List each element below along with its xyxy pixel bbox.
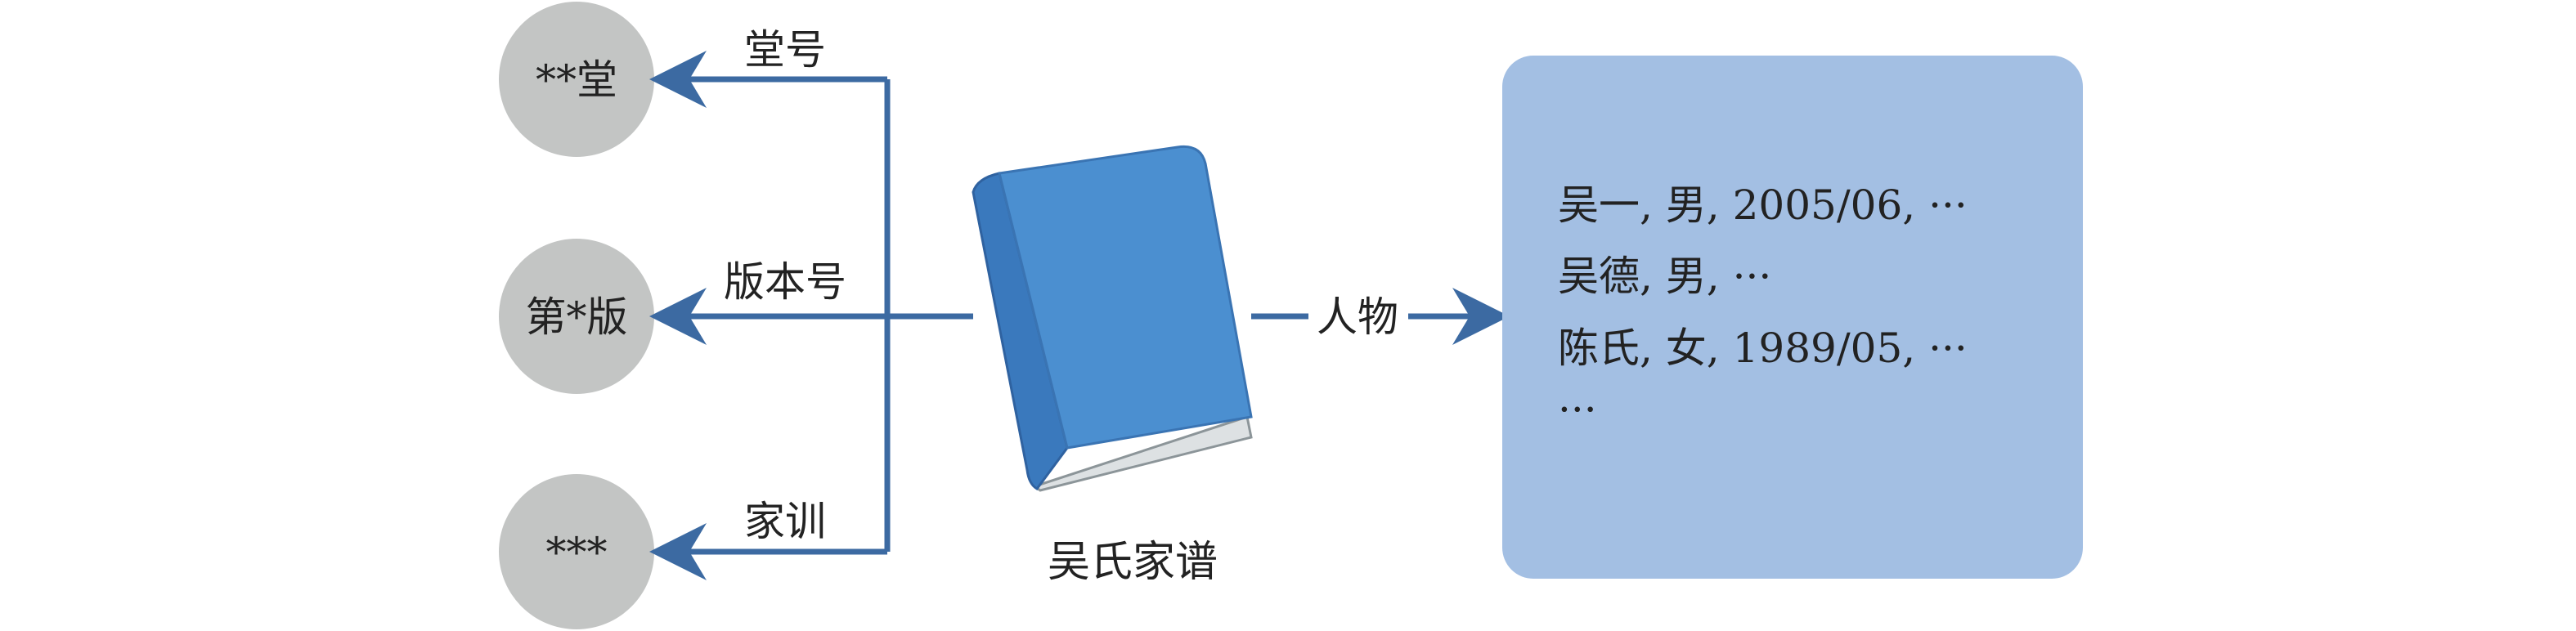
attribute-node-label: *** bbox=[546, 529, 608, 576]
book-label: 吴氏家谱 bbox=[1048, 538, 1218, 587]
person-entry: 吴德, 男, ··· bbox=[1558, 253, 1771, 300]
attribute-node-hall: **堂 bbox=[499, 2, 654, 157]
attribute-node-label: **堂 bbox=[536, 56, 617, 104]
attribute-node-edition: 第*版 bbox=[499, 239, 654, 394]
person-entry: 吴一, 男, 2005/06, ··· bbox=[1558, 181, 1968, 229]
attribute-node-family-rule: *** bbox=[499, 474, 654, 629]
attribute-node-label: 第*版 bbox=[526, 293, 628, 341]
person-edge-label: 人物 bbox=[1317, 293, 1398, 341]
person-entry: 陈氏, 女, 1989/05, ··· bbox=[1558, 324, 1968, 372]
person-entry: ··· bbox=[1558, 386, 1597, 433]
edge-label-edition: 版本号 bbox=[724, 258, 846, 306]
book-icon bbox=[972, 145, 1253, 492]
person-list-panel: 吴一, 男, 2005/06, ··· 吴德, 男, ··· 陈氏, 女, 19… bbox=[1502, 56, 2083, 579]
edge-label-hall: 堂号 bbox=[744, 26, 826, 74]
edge-label-family-rule: 家训 bbox=[744, 498, 826, 545]
